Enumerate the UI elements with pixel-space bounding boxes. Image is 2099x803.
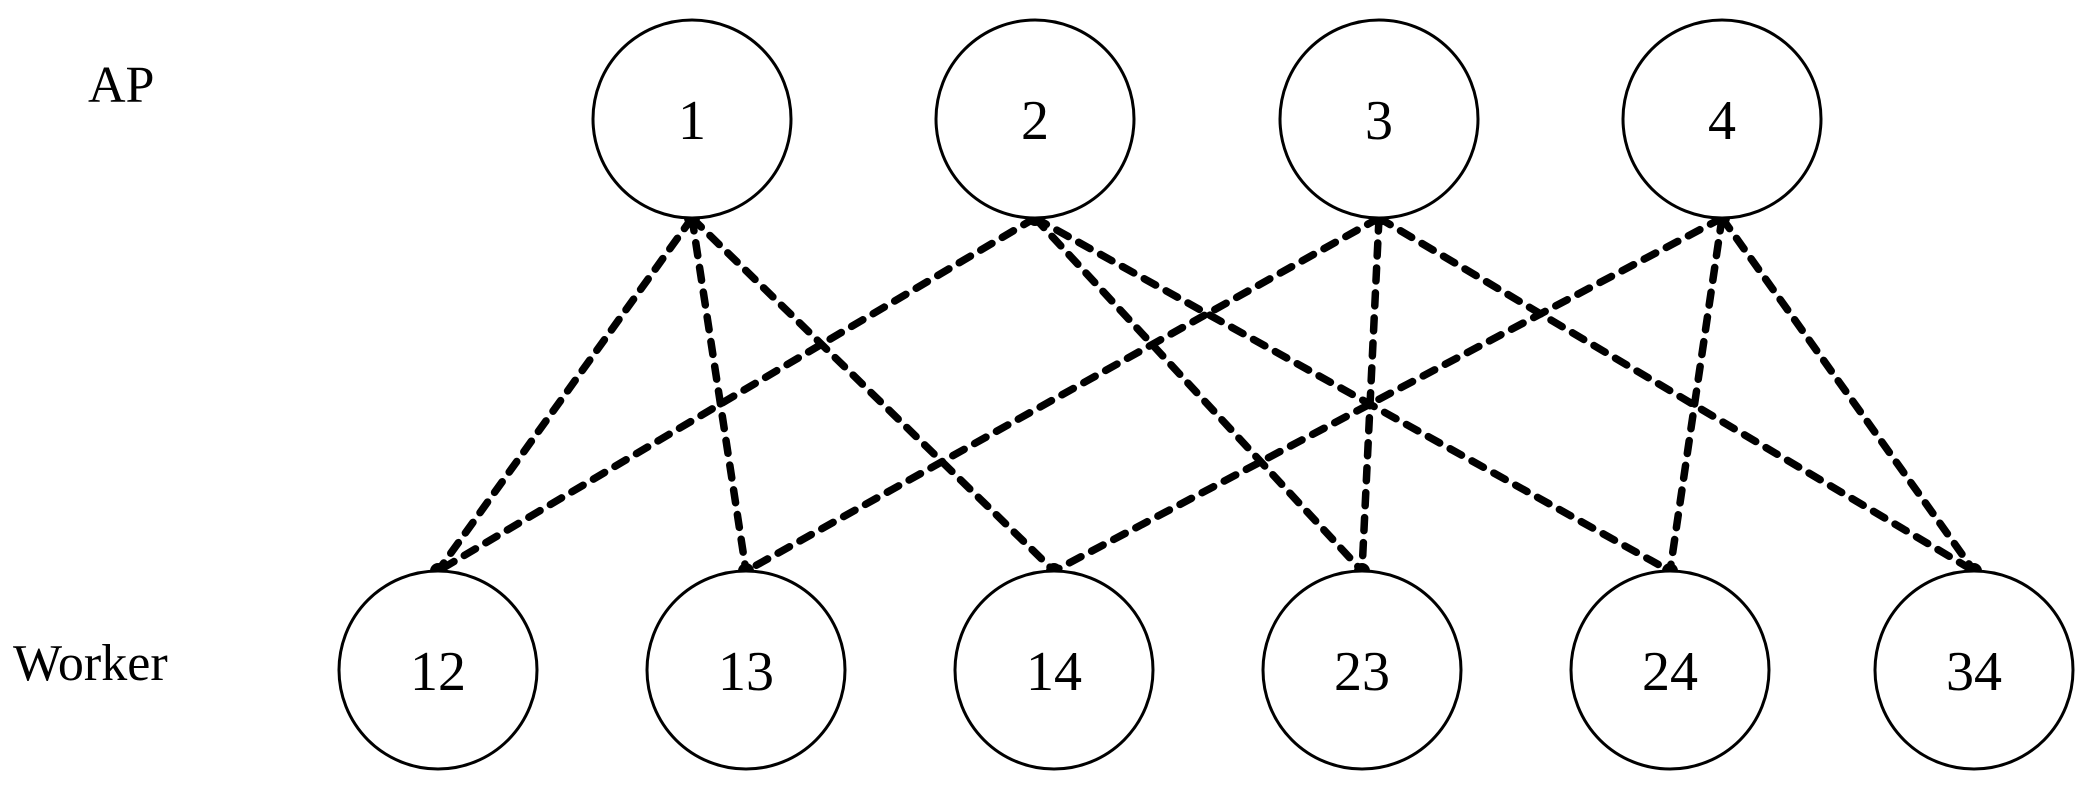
- node-circle-ap1[interactable]: [591, 18, 793, 220]
- node-circle-w23[interactable]: [1261, 569, 1463, 771]
- node-w24[interactable]: 24: [1569, 569, 1771, 771]
- node-label-w13: 13: [718, 641, 774, 703]
- junction-dot-layer: [430, 210, 1982, 579]
- edge-ap4-w14: [1050, 214, 1726, 575]
- node-circle-w24[interactable]: [1569, 569, 1771, 771]
- node-circle-w34[interactable]: [1873, 569, 2075, 771]
- node-circle-ap4[interactable]: [1621, 18, 1823, 220]
- node-label-ap1: 1: [678, 90, 706, 152]
- edge-ap2-w24: [1031, 214, 1674, 575]
- node-w12[interactable]: 12: [337, 569, 539, 771]
- edge-ap2-w12: [434, 214, 1039, 575]
- node-ap4[interactable]: 4: [1621, 18, 1823, 220]
- row-label-worker: Worker: [13, 635, 168, 692]
- node-w13[interactable]: 13: [645, 569, 847, 771]
- row-label-layer: AP Worker: [13, 57, 168, 692]
- node-ap3[interactable]: 3: [1278, 18, 1480, 220]
- node-label-w23: 23: [1334, 641, 1390, 703]
- row-label-ap: AP: [88, 57, 154, 114]
- node-ap2[interactable]: 2: [934, 18, 1136, 220]
- node-w34[interactable]: 34: [1873, 569, 2075, 771]
- edge-layer: [434, 214, 1978, 575]
- edge-ap3-w13: [742, 214, 1383, 575]
- node-circle-ap2[interactable]: [934, 18, 1136, 220]
- node-label-w12: 12: [410, 641, 466, 703]
- node-w14[interactable]: 14: [953, 569, 1155, 771]
- edge-ap3-w23: [1358, 214, 1383, 575]
- node-label-ap2: 2: [1021, 90, 1049, 152]
- edge-ap1-w13: [688, 214, 750, 575]
- node-label-w24: 24: [1642, 641, 1698, 703]
- edge-ap3-w34: [1375, 214, 1978, 575]
- node-circle-w14[interactable]: [953, 569, 1155, 771]
- node-label-ap4: 4: [1708, 90, 1736, 152]
- edge-ap4-w24: [1666, 214, 1726, 575]
- node-circle-ap3[interactable]: [1278, 18, 1480, 220]
- node-circle-w12[interactable]: [337, 569, 539, 771]
- node-ap1[interactable]: 1: [591, 18, 793, 220]
- edge-ap1-w12: [434, 214, 696, 575]
- edge-ap1-w14: [688, 214, 1058, 575]
- node-label-w34: 34: [1946, 641, 2002, 703]
- node-label-w14: 14: [1026, 641, 1082, 703]
- node-w23[interactable]: 23: [1261, 569, 1463, 771]
- edge-ap2-w23: [1031, 214, 1366, 575]
- edge-ap4-w34: [1718, 214, 1978, 575]
- node-circle-w13[interactable]: [645, 569, 847, 771]
- node-label-ap3: 3: [1365, 90, 1393, 152]
